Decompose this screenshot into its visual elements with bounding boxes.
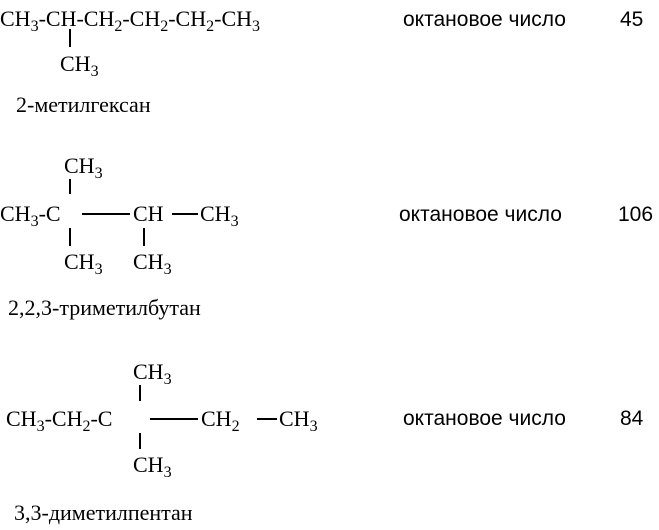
compound-2-middle-group: CH xyxy=(133,201,164,226)
compound-3-bottom-substituent: CH3 xyxy=(133,452,172,481)
compound-2-bond-c-ch xyxy=(82,213,130,215)
compound-2-octane-label: октановое число xyxy=(399,203,562,226)
compound-3-middle-group: CH2 xyxy=(201,406,240,435)
compound-2-left-group: CH3-C xyxy=(0,201,61,230)
compound-1-octane-label: октановое число xyxy=(403,8,566,31)
compound-2-bottom-right-substituent: CH3 xyxy=(133,249,172,278)
compound-2-bottom-left-substituent: CH3 xyxy=(64,249,103,278)
compound-3-bond-ch2-ch3 xyxy=(257,418,277,420)
compound-3-top-bond xyxy=(139,385,141,401)
compound-2-top-bond xyxy=(69,179,71,194)
compound-1-octane-value: 45 xyxy=(620,8,644,31)
compound-3-left-group: CH3-CH2-C xyxy=(6,406,113,435)
compound-1-substituent: CH3 xyxy=(60,51,99,80)
compound-3-right-group: CH3 xyxy=(279,406,318,435)
compound-3-octane-label: октановое число xyxy=(403,407,566,430)
compound-2-octane-value: 106 xyxy=(618,203,654,226)
compound-3-top-substituent: CH3 xyxy=(133,359,172,388)
compound-2-name: 2,2,3-триметилбутан xyxy=(8,295,201,320)
compound-3-bottom-bond xyxy=(139,433,141,449)
compound-1-name: 2-метилгексан xyxy=(16,92,151,117)
compound-2-top-substituent: CH3 xyxy=(64,153,103,182)
compound-2-bottom-left-bond xyxy=(69,228,71,246)
compound-2-bond-ch-ch3 xyxy=(172,213,198,215)
compound-1-branch-bond xyxy=(69,29,71,47)
compound-2-right-group: CH3 xyxy=(200,201,239,230)
compound-3-name: 3,3-диметилпентан xyxy=(14,500,193,525)
compound-3-bond-c-ch2 xyxy=(150,418,198,420)
compound-2-bottom-right-bond xyxy=(143,228,145,246)
compound-1-main-chain: CH3-CH-CH2-CH2-CH2-CH3 xyxy=(0,6,261,35)
compound-3-octane-value: 84 xyxy=(620,407,644,430)
